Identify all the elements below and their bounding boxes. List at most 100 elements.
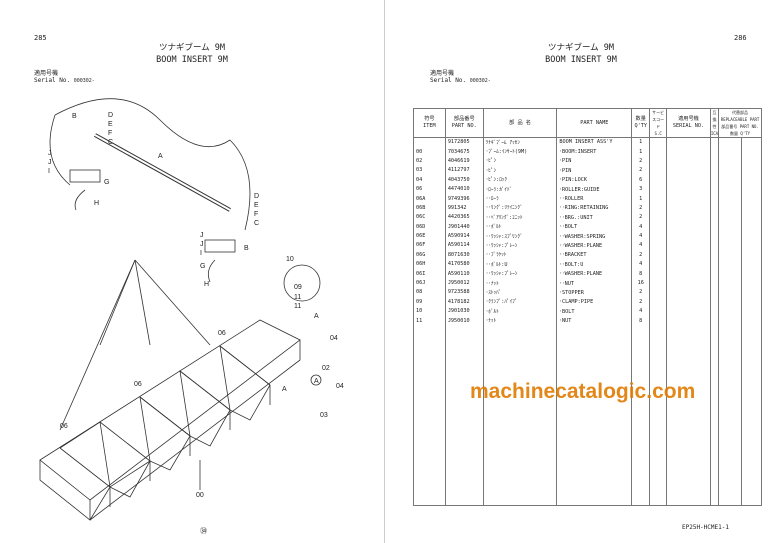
- cell-ica: [709, 156, 720, 166]
- cell-qty: 4: [631, 306, 651, 316]
- cell-item: 09: [413, 297, 446, 307]
- cell-ica: [709, 287, 720, 298]
- cell-serial: [666, 137, 711, 147]
- cell-serial: [666, 306, 711, 316]
- cell-ica: [709, 240, 720, 251]
- cell-qty: 6: [631, 175, 651, 185]
- cell-serial: [666, 278, 711, 288]
- cell-ica: [709, 315, 720, 326]
- cell-repl-qty: [741, 231, 762, 241]
- cell-qty: 2: [631, 250, 651, 260]
- cell-serial: [666, 212, 711, 223]
- cell-sc: [649, 315, 668, 326]
- cell-qty: 2: [631, 165, 651, 176]
- cell-item: 10: [413, 306, 446, 316]
- cell-part-no: 4046619: [444, 156, 484, 166]
- cell-serial: [666, 315, 711, 326]
- cell-repl-part-no: [718, 146, 742, 157]
- cell-part-name: ･･WASHER:PLANE: [556, 240, 633, 251]
- cell-name-jp: ･･ﾎﾞﾙﾄ:U: [482, 259, 558, 269]
- cell-repl-qty: [741, 287, 762, 298]
- cell-part-name: ･CLAMP:PIPE: [556, 297, 633, 307]
- cell-serial: [666, 231, 711, 241]
- cell-item: 06B: [413, 203, 446, 213]
- callout-label: 06: [134, 381, 142, 388]
- cell-part-no: A590914: [444, 231, 484, 241]
- serial-value: 000302-: [469, 78, 491, 84]
- cell-item: 06A: [413, 193, 446, 204]
- callout-label: J: [200, 241, 204, 248]
- cell-name-jp: ･ﾅｯﾄ: [482, 315, 558, 326]
- cell-sc: [649, 156, 668, 166]
- callout-label: D: [108, 112, 113, 119]
- callout-label: 04: [336, 383, 344, 390]
- cell-part-no: A590114: [444, 240, 484, 251]
- cell-repl-qty: [741, 156, 762, 166]
- callout-label: E: [254, 202, 259, 209]
- cell-part-name: ･NUT: [556, 315, 633, 326]
- cell-sc: [649, 165, 668, 176]
- left-page-title: ツナギブーム 9M BOOM INSERT 9M: [92, 42, 292, 66]
- cell-repl-qty: [741, 193, 762, 204]
- cell-part-no: 4170580: [444, 259, 484, 269]
- cell-item: 06J: [413, 278, 446, 288]
- cell-sc: [649, 137, 668, 147]
- cell-part-no: 4043750: [444, 175, 484, 185]
- cell-part-name: ･･BRACKET: [556, 250, 633, 260]
- cell-sc: [649, 184, 668, 194]
- cell-repl-part-no: [718, 165, 742, 176]
- cell-qty: 2: [631, 156, 651, 166]
- cell-serial: [666, 156, 711, 166]
- cell-part-no: 4112797: [444, 165, 484, 176]
- callout-label: 06: [218, 330, 226, 337]
- cell-ica: [709, 306, 720, 316]
- cell-repl-part-no: [718, 259, 742, 269]
- serial-label-en: Serial No.: [34, 77, 71, 84]
- cell-part-no: 9723588: [444, 287, 484, 298]
- cell-repl-qty: [741, 165, 762, 176]
- callout-label: C: [108, 139, 113, 146]
- cell-repl-part-no: [718, 184, 742, 194]
- callout-label: F: [108, 130, 112, 137]
- cell-qty: 2: [631, 203, 651, 213]
- cell-ica: [709, 297, 720, 307]
- cell-part-no: A590110: [444, 268, 484, 279]
- cell-repl-part-no: [718, 193, 742, 204]
- cell-name-jp: ･ﾋﾟﾝ: [482, 165, 558, 176]
- cell-name-jp: ･ﾌﾞｰﾑ:ｲﾝｻｰﾄ(9M): [482, 146, 558, 157]
- cell-name-jp: ･ﾋﾟﾝ:ﾛｯｸ: [482, 175, 558, 185]
- callout-label: H: [94, 200, 99, 207]
- exploded-parts-diagram: B D E F C J J I A G H D E F C J J I B G …: [39, 98, 344, 535]
- cell-sc: [649, 193, 668, 204]
- header-part-name: PART NAME: [556, 108, 633, 138]
- cell-qty: 4: [631, 259, 651, 269]
- right-page-title: ツナギブーム 9M BOOM INSERT 9M: [481, 42, 681, 66]
- cell-ica: [709, 137, 720, 147]
- callout-label: A: [282, 386, 287, 393]
- cell-repl-qty: [741, 268, 762, 279]
- cell-name-jp: ･･ﾘﾝｸﾞ:ﾘﾃｲﾆﾝｸﾞ: [482, 203, 558, 213]
- cell-serial: [666, 222, 711, 232]
- cell-repl-part-no: [718, 297, 742, 307]
- cell-ica: [709, 212, 720, 223]
- cell-item: 06F: [413, 240, 446, 251]
- cell-repl-qty: [741, 222, 762, 232]
- cell-sc: [649, 278, 668, 288]
- callout-label: C: [254, 220, 259, 227]
- cell-serial: [666, 146, 711, 157]
- callout-label: A: [314, 378, 319, 385]
- cell-part-name: ･PIN: [556, 165, 633, 176]
- callout-label: G: [104, 179, 109, 186]
- cell-part-no: J901030: [444, 306, 484, 316]
- serial-label-en: Serial No.: [430, 77, 467, 84]
- cell-repl-part-no: [718, 137, 742, 147]
- cell-part-name: ･･BOLT:U: [556, 259, 633, 269]
- cell-sc: [649, 250, 668, 260]
- cell-repl-qty: [741, 278, 762, 288]
